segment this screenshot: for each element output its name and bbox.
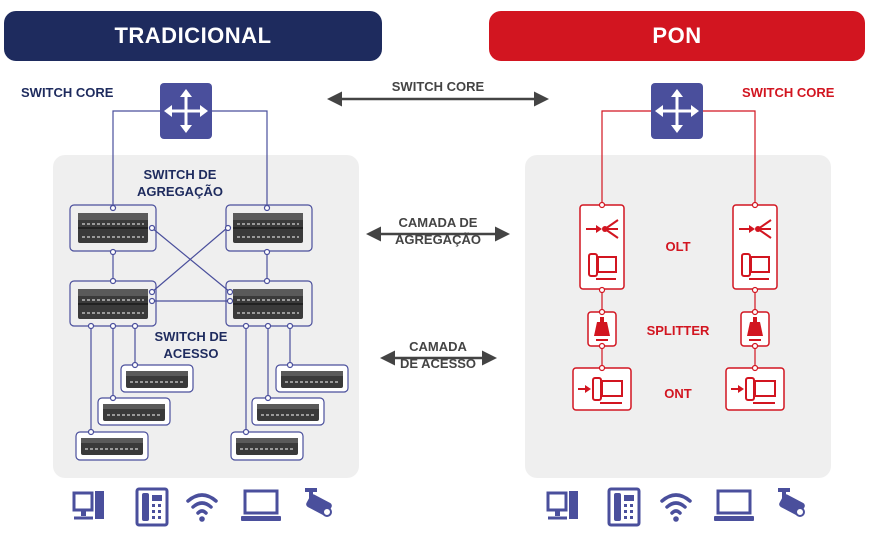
aggregation-label-line1: SWITCH DE xyxy=(143,167,217,182)
ont-right xyxy=(725,367,785,411)
switch-core-left-icon xyxy=(158,81,214,141)
computer-icon xyxy=(546,489,580,521)
access-switch-left xyxy=(77,288,149,320)
splitter-right xyxy=(740,311,770,347)
left-core-label: SWITCH CORE xyxy=(21,85,114,100)
aggregation-label: SWITCH DE AGREGAÇÃO xyxy=(120,166,240,200)
right-core-label: SWITCH CORE xyxy=(742,85,835,100)
header-pon-text: PON xyxy=(652,23,702,48)
camera-icon xyxy=(304,487,334,518)
splitter-left xyxy=(587,311,617,347)
middle-aggregation-label: CAMADA DE AGREGAÇÃO xyxy=(368,214,508,248)
laptop-icon xyxy=(239,489,283,523)
switch-core-right-icon xyxy=(649,81,705,141)
edge-switch xyxy=(125,370,189,389)
phone-icon xyxy=(607,487,641,527)
access-label: SWITCH DE ACESSO xyxy=(131,328,251,362)
edge-switch xyxy=(102,403,166,422)
header-tradicional-text: TRADICIONAL xyxy=(114,23,272,48)
computer-icon xyxy=(72,489,106,521)
edge-switch xyxy=(280,370,344,389)
middle-aggregation-line2: AGREGAÇÃO xyxy=(395,232,481,247)
access-label-line1: SWITCH DE xyxy=(154,329,228,344)
ont-left xyxy=(572,367,632,411)
wifi-icon xyxy=(186,493,218,524)
olt-right xyxy=(732,204,778,290)
aggregation-switch-right xyxy=(232,212,304,244)
phone-icon xyxy=(135,487,169,527)
access-label-line2: ACESSO xyxy=(163,346,219,361)
olt-label: OLT xyxy=(665,239,691,254)
middle-aggregation-line1: CAMADA DE xyxy=(398,215,478,230)
middle-access-label: CAMADA DE ACESSO xyxy=(368,338,508,372)
wifi-icon xyxy=(660,493,692,524)
header-pon: PON xyxy=(489,11,865,61)
access-switch-right xyxy=(232,288,304,320)
edge-switch xyxy=(235,437,299,456)
header-tradicional: TRADICIONAL xyxy=(4,11,382,61)
splitter-label: SPLITTER xyxy=(646,323,710,338)
middle-access-line1: CAMADA xyxy=(409,339,467,354)
ont-label: ONT xyxy=(664,386,692,401)
aggregation-switch-left xyxy=(77,212,149,244)
pon-panel xyxy=(525,155,831,478)
middle-access-line2: DE ACESSO xyxy=(399,356,477,371)
edge-switch xyxy=(80,437,144,456)
aggregation-label-line2: AGREGAÇÃO xyxy=(137,184,223,199)
camera-icon xyxy=(777,487,807,518)
edge-switch xyxy=(256,403,320,422)
middle-core-label: SWITCH CORE xyxy=(391,79,485,94)
olt-left xyxy=(579,204,625,290)
laptop-icon xyxy=(712,489,756,523)
